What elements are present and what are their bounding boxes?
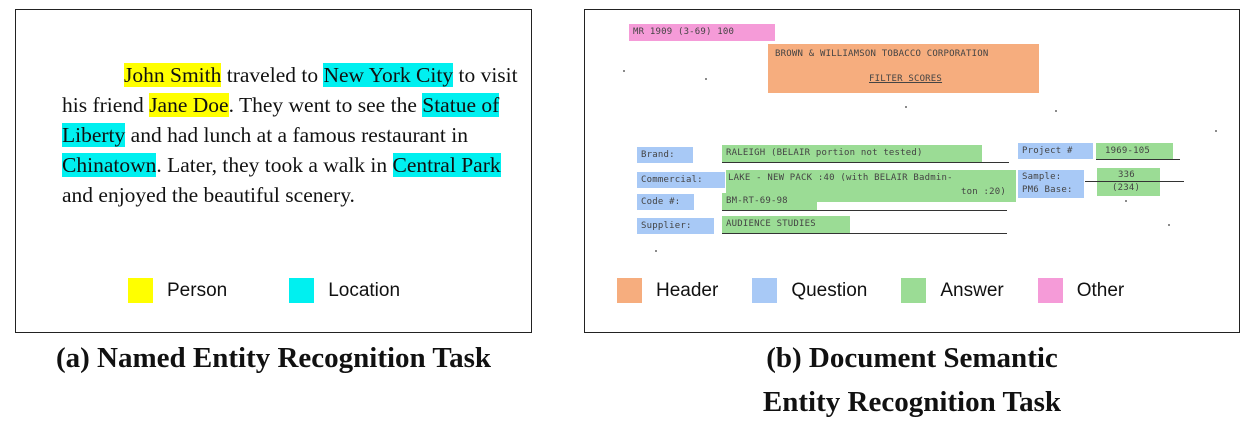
question-swatch [752,278,778,303]
caption-a: (a) Named Entity Recognition Task [55,342,492,374]
plain-text: . They went to see the [228,93,423,117]
a-pm6: (234) [1112,183,1141,193]
other-box [629,24,775,41]
location-entity: Central Park [392,153,501,177]
answer-swatch [901,278,927,303]
divider [1085,181,1184,183]
legend-person: Person [128,278,227,303]
a-sample: 336 [1118,170,1135,180]
divider [1096,159,1180,161]
question-box [1018,170,1084,198]
person-swatch [128,278,153,303]
location-entity: Chinatown [62,153,157,177]
location-swatch [289,278,315,303]
answer-box [1096,143,1173,159]
a-commercial-1: LAKE - NEW PACK :40 (with BELAIR Badmin- [728,173,953,183]
answer-box [722,145,982,162]
question-box [637,147,693,163]
a-brand: RALEIGH (BELAIR portion not tested) [726,148,923,158]
plain-text: and enjoyed the beautiful scenery. [62,183,355,207]
other-swatch [1037,278,1063,303]
ner-example-text: John Smith traveled to New York City to … [62,60,522,210]
ner-paragraph: John Smith traveled to New York City to … [62,60,522,210]
plain-text: . Later, they took a walk in [156,153,393,177]
a-code: BM-RT-69-98 [726,196,788,206]
doc-code-text: MR 1909 (3-69) 100 [633,27,735,37]
other-legend-label: Other [1076,279,1125,301]
answer-box [722,216,850,233]
answer-legend-label: Answer [940,279,1004,301]
scan-speck [655,250,657,252]
location-entity: New York City [323,63,454,87]
plain-text: to visit his friend [62,63,518,117]
scan-speck [1125,200,1127,202]
legend-answer: Answer [901,278,1004,303]
scan-speck [705,78,707,80]
header-legend-label: Header [656,279,719,301]
header-swatch [617,278,642,303]
q-project: Project # [1022,146,1073,156]
scan-speck [1168,224,1170,226]
doc-header-line1: BROWN & WILLIAMSON TOBACCO CORPORATION [775,49,989,59]
doc-ser-legend: Header Question Answer Other [617,278,1124,303]
q-code: Code #: [641,197,681,207]
q-commercial: Commercial: [641,175,703,185]
person-entity: John Smith [124,63,222,87]
scan-speck [623,70,625,72]
header-box [768,44,1039,93]
a-supplier: AUDIENCE STUDIES [726,219,816,229]
ner-legend: Person Location [128,278,400,303]
caption-b: (b) Document Semantic Entity Recognition… [584,336,1240,424]
question-box [637,194,694,210]
a-commercial-2: ton :20) [961,187,1006,197]
location-legend-label: Location [328,279,401,301]
plain-text: and had lunch at a famous restaurant in [125,123,468,147]
question-box [1018,143,1093,159]
legend-other: Other [1037,278,1125,303]
q-pm6: PM6 Base: [1022,185,1073,195]
divider [722,210,1007,212]
divider [722,162,1009,164]
scan-speck [905,106,907,108]
legend-question: Question [752,278,867,303]
q-supplier: Supplier: [641,221,692,231]
q-sample: Sample: [1022,172,1062,182]
legend-location: Location [289,278,400,303]
question-legend-label: Question [791,279,868,301]
person-entity: Jane Doe [149,93,229,117]
scan-speck [1215,130,1217,132]
ner-panel: John Smith traveled to New York City to … [15,9,532,333]
scan-speck [1055,110,1057,112]
a-project: 1969-105 [1105,146,1150,156]
legend-header: Header [617,278,718,303]
caption-b-line1: (b) Document Semantic [766,342,1058,374]
divider [722,233,1007,235]
caption-b-line2: Entity Recognition Task [762,386,1062,418]
question-box [637,218,714,234]
plain-text: traveled to [221,63,324,87]
q-brand: Brand: [641,150,675,160]
question-box [637,172,725,188]
doc-header-line2: FILTER SCORES [869,74,943,84]
doc-ser-panel: MR 1909 (3-69) 100 BROWN & WILLIAMSON TO… [584,9,1240,333]
person-legend-label: Person [167,279,228,301]
answer-box [722,193,817,210]
